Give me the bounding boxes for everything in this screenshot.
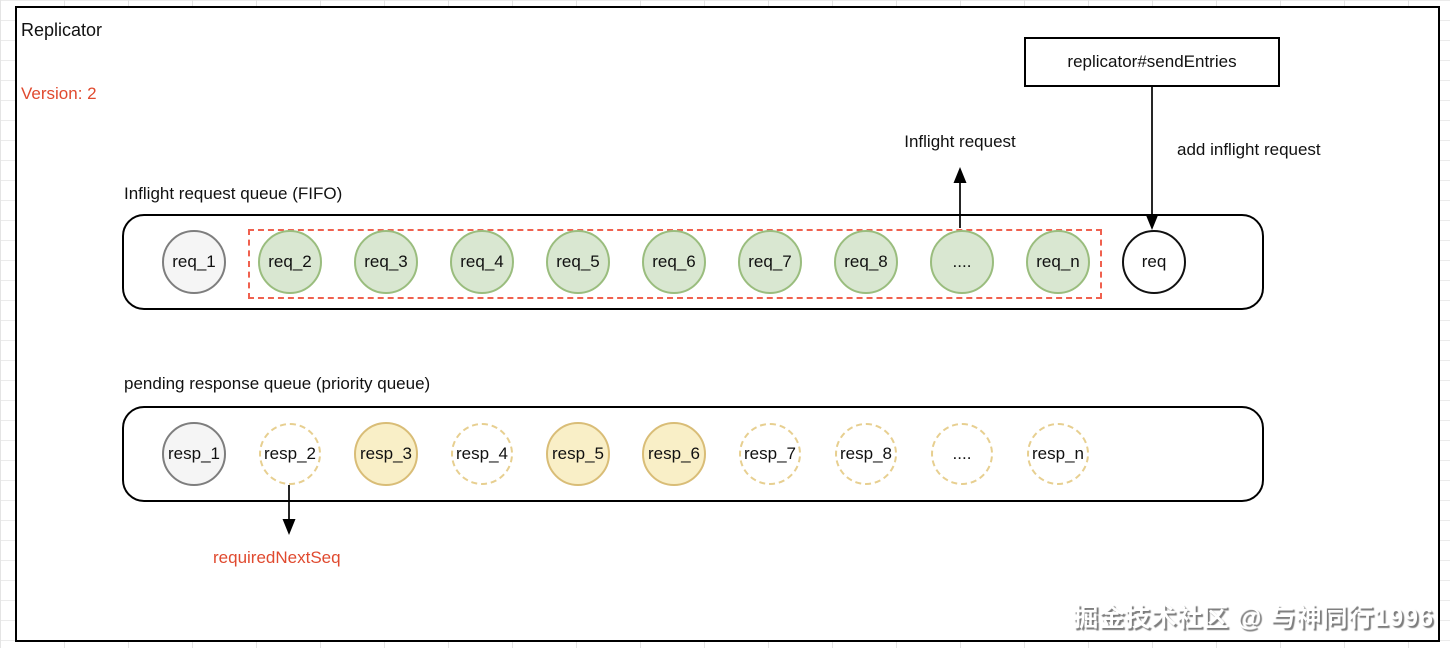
add-inflight-arrow <box>1145 87 1159 230</box>
pending-queue-item: resp_5 <box>546 422 610 486</box>
pending-queue-title: pending response queue (priority queue) <box>124 374 431 393</box>
add-inflight-request-label: add inflight request <box>1177 140 1321 159</box>
inflight-queue-item: req_8 <box>834 230 898 294</box>
inflight-queue-item: req_2 <box>258 230 322 294</box>
pending-queue-item: resp_8 <box>835 423 897 485</box>
pending-queue-item: .... <box>931 423 993 485</box>
version-label: Version: 2 <box>21 84 97 103</box>
inflight-request-label: Inflight request <box>904 132 1016 151</box>
pending-queue-item: resp_2 <box>259 423 321 485</box>
required-next-seq-label: requiredNextSeq <box>213 548 341 567</box>
inflight-queue-title: Inflight request queue (FIFO) <box>124 184 343 203</box>
pending-queue-item: resp_7 <box>739 423 801 485</box>
inflight-queue-container: req_1 req_2 req_3 req_4 req_5 req_6 req_7 req_8… <box>122 214 1264 310</box>
inflight-queue-item: req_3 <box>354 230 418 294</box>
inflight-queue-item: req <box>1122 230 1186 294</box>
pending-queue-container: resp_1 resp_2 resp_3 resp_4 resp_5 resp_6 resp… <box>122 406 1264 502</box>
send-entries-box: replicator#sendEntries <box>1024 37 1280 87</box>
pending-queue-item: resp_n <box>1027 423 1089 485</box>
inflight-queue-item: .... <box>930 230 994 294</box>
diagram-canvas: Replicator Version: 2 replicator#sendEnt… <box>15 6 1440 642</box>
inflight-queue-item: req_n <box>1026 230 1090 294</box>
inflight-queue-item: req_7 <box>738 230 802 294</box>
inflight-queue-item: req_5 <box>546 230 610 294</box>
inflight-queue-item: req_6 <box>642 230 706 294</box>
pending-queue-item: resp_1 <box>162 422 226 486</box>
send-entries-label: replicator#sendEntries <box>1067 52 1237 71</box>
pending-queue-item: resp_4 <box>451 423 513 485</box>
watermark: 掘金技术社区 @ 与神同行1996 <box>1073 604 1434 632</box>
pending-queue-item: resp_3 <box>354 422 418 486</box>
inflight-queue-item: req_1 <box>162 230 226 294</box>
inflight-queue-item: req_4 <box>450 230 514 294</box>
diagram-title: Replicator <box>21 20 103 40</box>
pending-queue-item: resp_6 <box>642 422 706 486</box>
